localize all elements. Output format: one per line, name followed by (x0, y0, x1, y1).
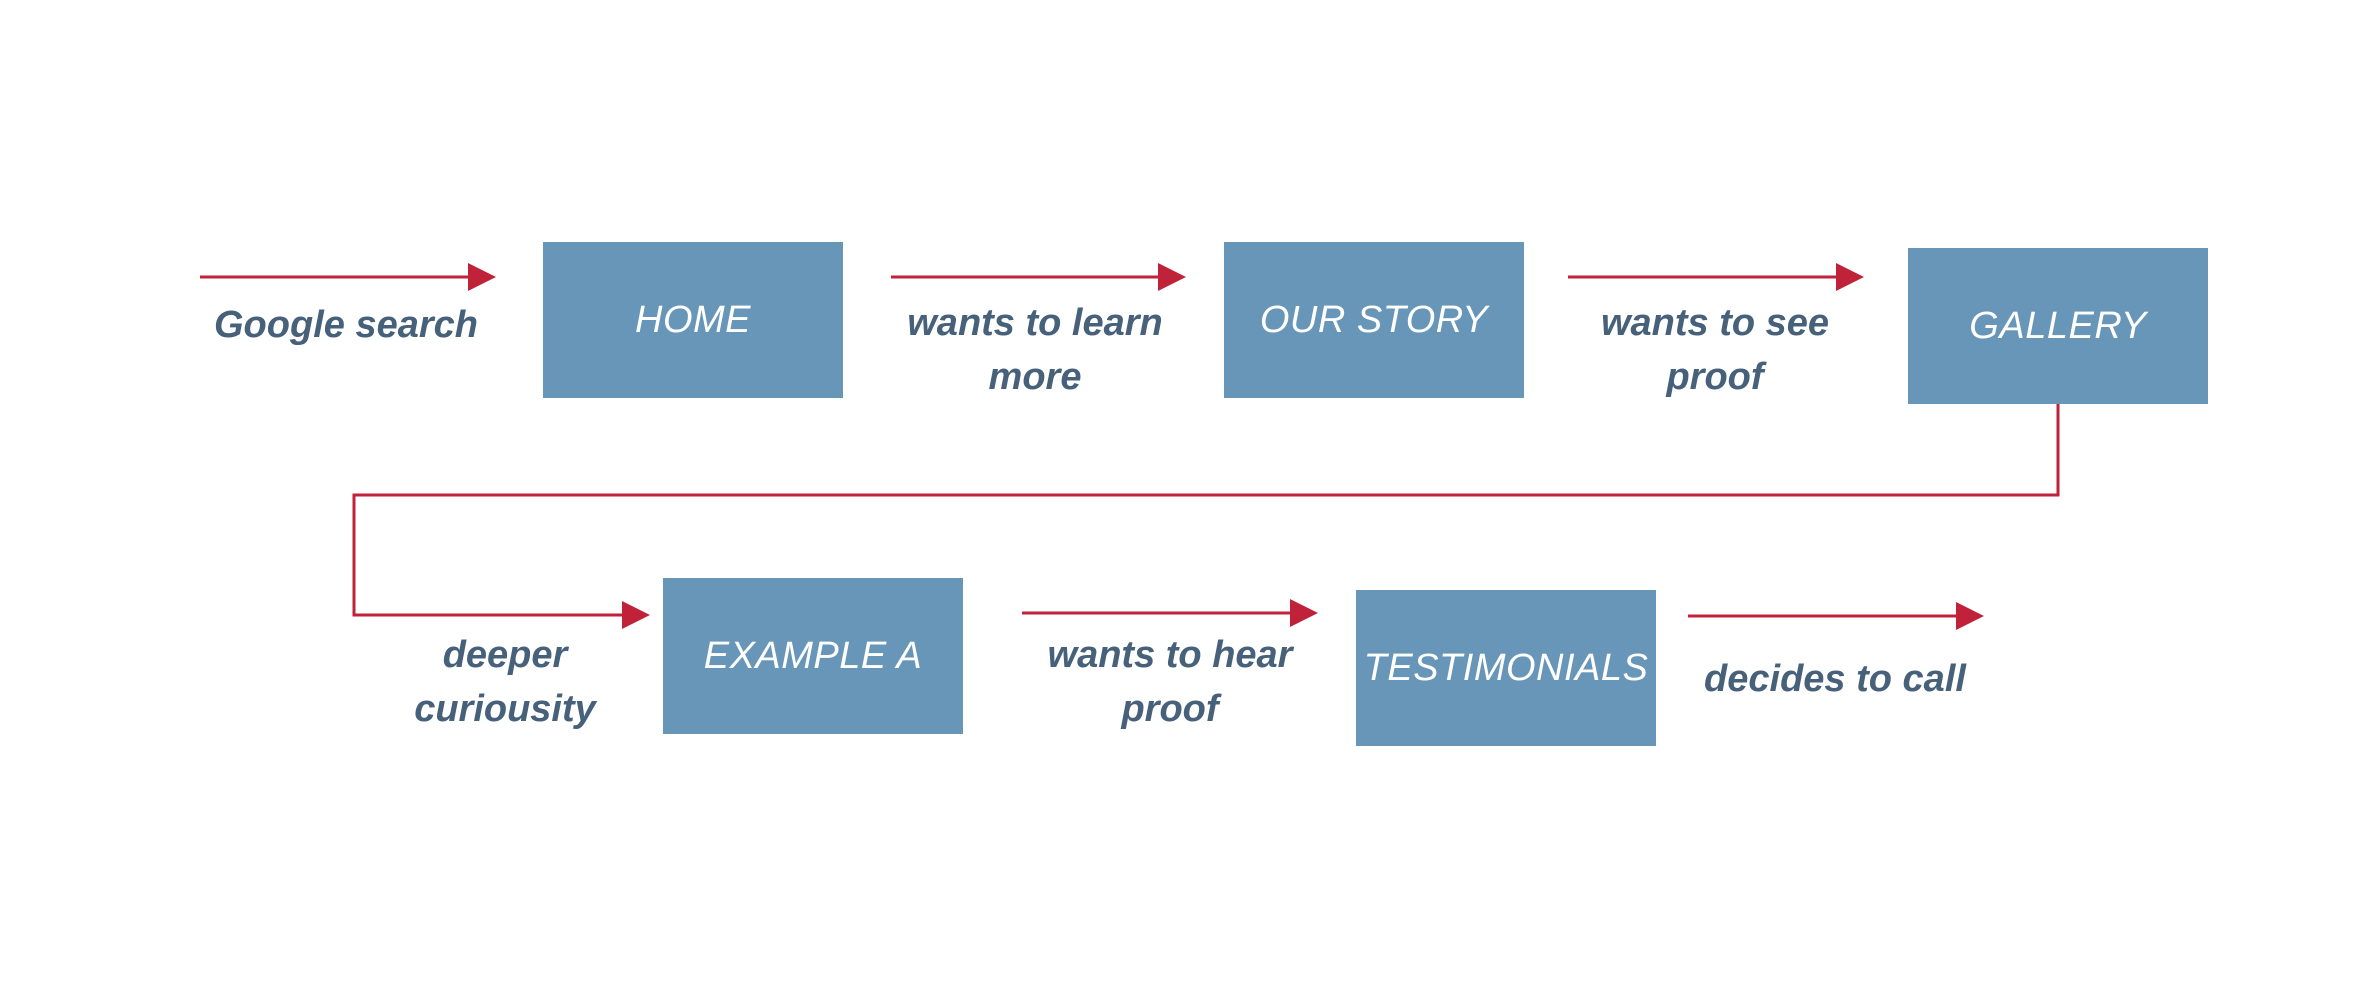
edge-label-deeper-curiousity: deeper curiousity (414, 634, 596, 730)
edge-label-wants-to-hear-proof: wants to hear proof (1047, 634, 1293, 730)
node-testimonials: TESTIMONIALS (1356, 590, 1656, 746)
edge-label-wants-to-see-proof: wants to see proof (1600, 302, 1830, 398)
arrow-home-to-our-story (891, 263, 1186, 291)
arrow-example-a-to-testimonials (1022, 599, 1318, 627)
arrow-testimonials-to-call (1688, 602, 1984, 630)
edge-label-wants-to-learn-more: wants to learn more (907, 302, 1163, 398)
arrow-google-search-to-home (200, 263, 496, 291)
node-our-story: OUR STORY (1224, 242, 1524, 398)
node-gallery: GALLERY (1908, 248, 2208, 404)
arrow-gallery-to-example-a (352, 404, 2060, 629)
edge-label-decides-to-call: decides to call (1704, 658, 1966, 700)
arrow-our-story-to-gallery (1568, 263, 1864, 291)
edge-label-google-search: Google search (214, 304, 478, 346)
node-example-a: EXAMPLE A (663, 578, 963, 734)
node-home: HOME (543, 242, 843, 398)
